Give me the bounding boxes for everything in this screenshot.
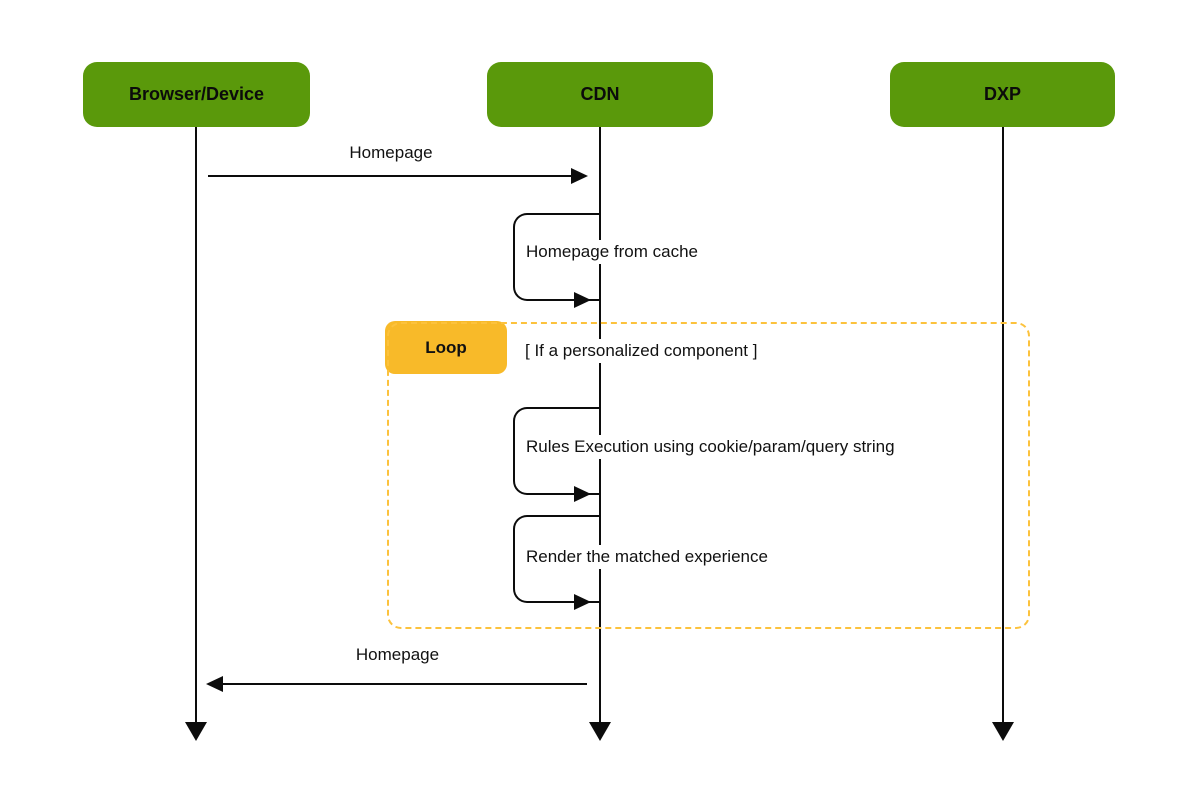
actor-box-cdn: CDN [487, 62, 713, 127]
actor-label-dxp: DXP [983, 84, 1021, 104]
loop-guard-condition: [ If a personalized component ] [517, 339, 766, 363]
self-message-shape-render-experience [513, 515, 601, 610]
lifeline-browser-device [195, 127, 197, 723]
message-label-rules-execution: Rules Execution using cookie/param/query… [520, 435, 901, 459]
message-label-homepage-from-cache: Homepage from cache [520, 240, 704, 264]
actor-box-browser-device: Browser/Device [83, 62, 310, 127]
self-message-shape-homepage-from-cache [513, 213, 601, 308]
self-message-shape-rules-execution [513, 407, 601, 502]
message-line-homepage-response [221, 683, 587, 685]
arrowhead-right-icon [571, 168, 588, 184]
arrowhead-right-icon [574, 486, 591, 502]
actor-label-cdn: CDN [580, 84, 620, 104]
message-label-render-experience: Render the matched experience [520, 545, 774, 569]
arrowhead-right-icon [574, 292, 591, 308]
arrowhead-left-icon [206, 676, 223, 692]
actor-label-browser-device: Browser/Device [128, 84, 265, 104]
actor-box-dxp: DXP [890, 62, 1115, 127]
loop-operator-badge: Loop [385, 321, 507, 374]
loop-operator-label: Loop [425, 337, 467, 357]
message-label-homepage-response: Homepage [355, 645, 440, 664]
lifeline-cdn [599, 127, 601, 723]
message-line-homepage-request [208, 175, 572, 177]
lifeline-end-arrow-cdn [589, 722, 611, 741]
lifeline-end-arrow-dxp [992, 722, 1014, 741]
message-label-homepage-request: Homepage [349, 143, 433, 162]
lifeline-end-arrow-browser-device [185, 722, 207, 741]
arrowhead-right-icon [574, 594, 591, 610]
lifeline-dxp [1002, 127, 1004, 723]
